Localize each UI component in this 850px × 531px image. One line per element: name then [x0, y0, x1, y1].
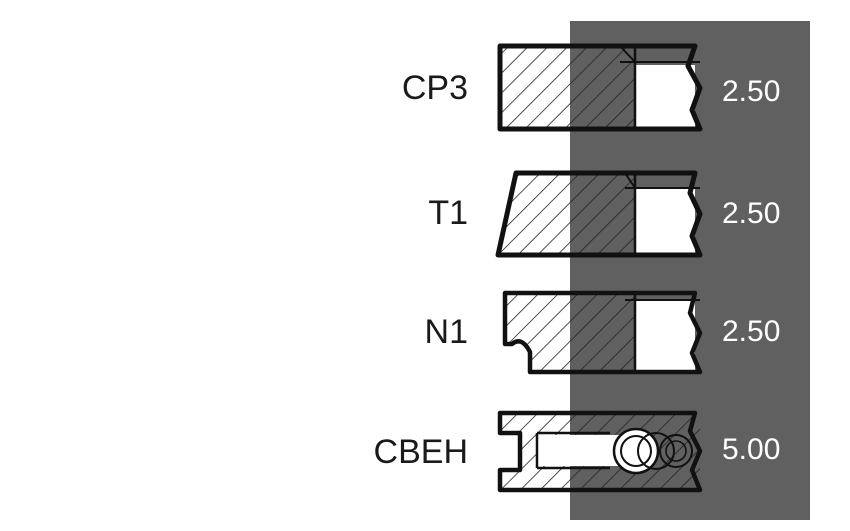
ring-profile-t1 [495, 170, 703, 258]
ring-profile-cp3 [497, 43, 703, 132]
ring-profile-cbeh [497, 410, 703, 493]
ring-profile-n1 [502, 290, 703, 375]
ring-label-t1: T1 [428, 194, 468, 232]
ring-label-n1: N1 [424, 313, 468, 351]
ring-label-cbeh: CBEH [373, 433, 468, 471]
ring-value-cp3: 2.50 [722, 75, 781, 108]
ring-value-cbeh: 5.00 [722, 433, 781, 466]
ring-value-t1: 2.50 [722, 197, 781, 230]
ring-label-cp3: CP3 [401, 69, 468, 107]
ring-value-n1: 2.50 [722, 315, 781, 348]
